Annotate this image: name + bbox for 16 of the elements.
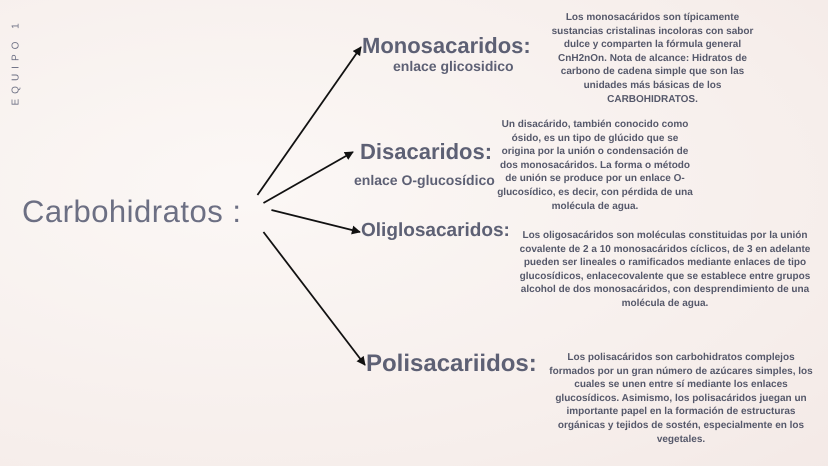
description-text: Un disacárido, también conocido como ósido, es un tipo de glúcido que se origina por la unión o condensación de dos monosacáridos. La forma o método de unión se produce por un enlace O-glucosídico, es decir, con pérdida de una molécula de agua. <box>497 118 693 214</box>
category-heading: Monosacaridos: <box>362 33 531 58</box>
category-heading: Oliglosacaridos: <box>361 220 510 242</box>
topic-title: Carbohidratos : <box>22 194 242 230</box>
team-label: EQUIPO 1 <box>10 26 22 106</box>
arrow <box>271 209 361 234</box>
description-text: Los oligosacáridos son moléculas constituidas por la unión covalente de 2 a 10 monosacáridos cíclicos, de 3 en adelante pueden ser lineales o ramificados mediante enlaces de tipo glucosídicos, enlacecovalente que se establece entre grupos alcohol de dos monosacáridos, con desprendimiento de una molécula de agua. <box>518 229 812 311</box>
description-text: Los polisacáridos son carbohidratos complejos formados por un gran número de azúcares simples, los cuales se unen entre sí mediante los enlaces glucosídicos. Asimismo, los polisacáridos juegan un importante papel en la formación de estructuras orgánicas y tejidos de sostén, especialmente en los vegetales. <box>548 351 814 446</box>
description-text: Los monosacáridos son típicamente sustancias cristalinas incoloras con sabor dulce y comparten la fórmula general CnH2nOn. Nota de alcance: Hidratos de carbono de cadena simple que son las unidades más básicas de los CARBOHIDRATOS. <box>550 11 754 106</box>
bond-subtitle: enlace glicosidico <box>393 58 514 74</box>
bond-subtitle: enlace O-glucosídico <box>354 172 495 188</box>
category-heading: Polisacariidos: <box>366 350 537 378</box>
arrow <box>262 231 366 366</box>
arrow <box>263 151 354 204</box>
category-heading: Disacaridos: <box>360 139 492 164</box>
arrow <box>256 46 362 196</box>
